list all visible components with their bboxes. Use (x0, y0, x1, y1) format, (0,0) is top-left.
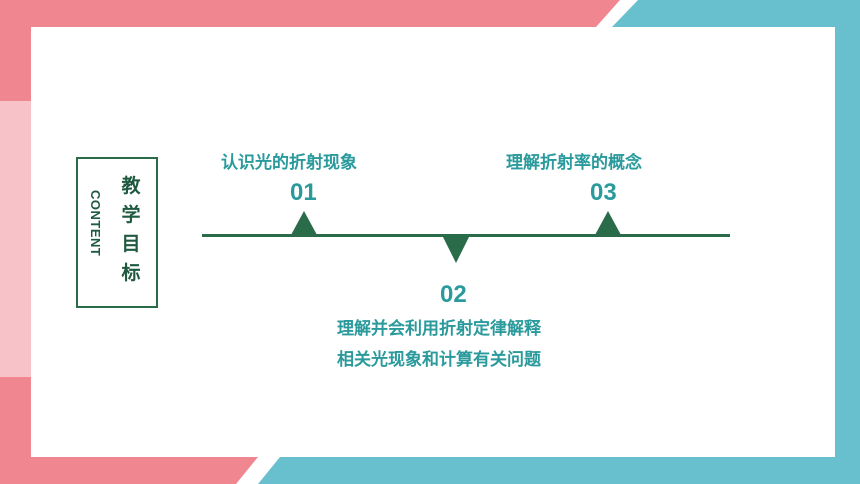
content-label: CONTENT (88, 190, 103, 257)
left-coral-strip-top (0, 27, 31, 101)
left-pink-strip (0, 101, 31, 377)
section-title-box (76, 157, 158, 308)
timeline-marker-down (443, 237, 469, 263)
objective-number-03: 03 (590, 179, 617, 206)
title-char: 目 (121, 233, 141, 255)
top-left-coral-band (0, 0, 620, 27)
title-char: 学 (121, 204, 141, 226)
timeline-marker-up (595, 211, 621, 235)
bottom-left-coral-band (0, 457, 258, 484)
title-char: 标 (121, 262, 141, 284)
objective-label-01: 认识光的折射现象 (221, 153, 357, 173)
objective-label-02-line2: 相关光现象和计算有关问题 (337, 350, 541, 370)
objective-number-02: 02 (440, 281, 467, 308)
right-teal-strip (835, 27, 860, 457)
timeline-line (202, 234, 730, 237)
top-right-teal-band (612, 0, 860, 27)
objective-label-03: 理解折射率的概念 (506, 153, 642, 173)
objective-label-02-line1: 理解并会利用折射定律解释 (337, 319, 541, 339)
timeline-marker-up (291, 211, 317, 235)
bottom-right-teal-band (258, 457, 860, 484)
objective-number-01: 01 (290, 179, 317, 206)
content-card (31, 27, 835, 457)
section-title: 教 学 目 标 (121, 176, 141, 292)
title-char: 教 (121, 175, 141, 197)
